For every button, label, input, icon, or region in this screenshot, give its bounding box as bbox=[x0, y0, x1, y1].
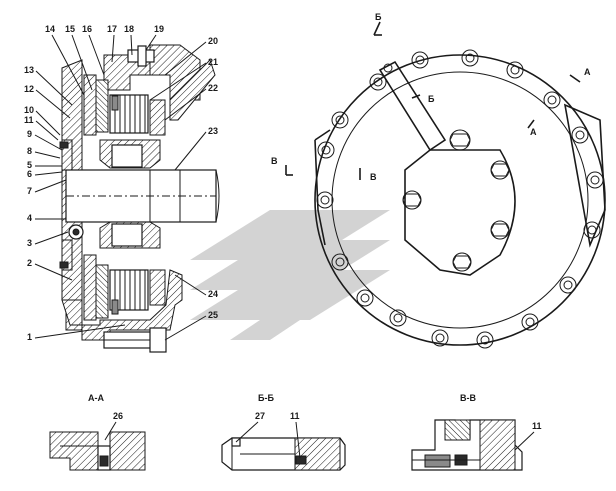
detail-b-title: Б-Б bbox=[258, 393, 274, 403]
callout-3: 3 bbox=[27, 238, 32, 248]
section-mark-a-top: А bbox=[584, 67, 591, 77]
detail-view-v: В-В 11 bbox=[411, 393, 542, 471]
detail-b-callout-27: 27 bbox=[255, 411, 265, 421]
main-callouts: 13 12 10 11 9 8 5 6 7 4 3 2 1 14 15 16 1… bbox=[24, 24, 218, 342]
callout-5: 5 bbox=[27, 160, 32, 170]
watermark-logo bbox=[190, 210, 390, 340]
callout-22: 22 bbox=[208, 83, 218, 93]
callout-20: 20 bbox=[208, 36, 218, 46]
callout-13: 13 bbox=[24, 65, 34, 75]
callout-11: 11 bbox=[24, 115, 34, 125]
callout-16: 16 bbox=[82, 24, 92, 34]
callout-2: 2 bbox=[27, 258, 32, 268]
callout-14: 14 bbox=[45, 24, 55, 34]
detail-b-callout-11: 11 bbox=[290, 411, 300, 421]
callout-24: 24 bbox=[208, 289, 218, 299]
callout-10: 10 bbox=[24, 105, 34, 115]
callout-7: 7 bbox=[27, 186, 32, 196]
callout-4: 4 bbox=[27, 213, 32, 223]
callout-18: 18 bbox=[124, 24, 134, 34]
flange-view: Б Б А А В В bbox=[271, 12, 606, 349]
detail-v-title: В-В bbox=[460, 393, 476, 403]
callout-23: 23 bbox=[208, 126, 218, 136]
section-mark-b-mid: Б bbox=[428, 94, 435, 104]
section-mark-v-left: В bbox=[271, 156, 278, 166]
section-mark-v-mid: В bbox=[370, 172, 377, 182]
callout-25: 25 bbox=[208, 310, 218, 320]
detail-a-callout-26: 26 bbox=[113, 411, 123, 421]
callout-1: 1 bbox=[27, 332, 32, 342]
detail-a-title: А-А bbox=[88, 393, 104, 403]
section-mark-b-top: Б bbox=[375, 12, 382, 22]
main-section-view bbox=[59, 44, 220, 353]
detail-view-b: Б-Б 27 11 bbox=[221, 393, 346, 471]
detail-v-callout-11: 11 bbox=[532, 421, 542, 431]
callout-15: 15 bbox=[65, 24, 75, 34]
callout-9: 9 bbox=[27, 129, 32, 139]
callout-8: 8 bbox=[27, 146, 32, 156]
section-mark-a-mid: А bbox=[530, 127, 537, 137]
callout-17: 17 bbox=[107, 24, 117, 34]
callout-6: 6 bbox=[27, 169, 32, 179]
callout-21: 21 bbox=[208, 57, 218, 67]
flange-bolt-holes bbox=[316, 49, 604, 349]
output-shaft bbox=[65, 169, 220, 223]
callout-19: 19 bbox=[154, 24, 164, 34]
detail-view-a: А-А 26 bbox=[49, 393, 146, 471]
callout-12: 12 bbox=[24, 84, 34, 94]
